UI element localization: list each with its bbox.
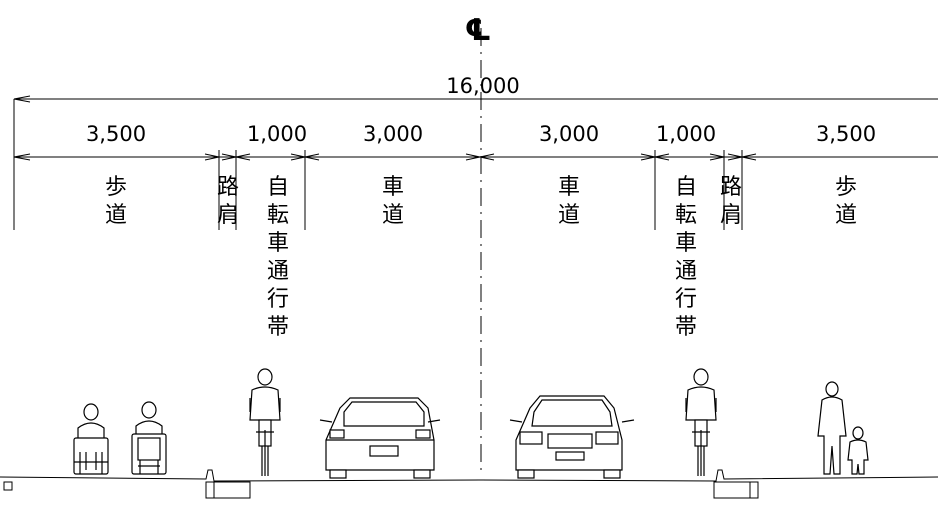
- zone-char: 通: [675, 259, 697, 284]
- curb-block-left: [205, 481, 251, 499]
- zone-carriageway-right: 車 道: [558, 175, 580, 228]
- zone-char: 歩: [835, 175, 857, 200]
- centerline-symbol: ℄: [465, 13, 492, 48]
- zone-char: 自: [267, 175, 289, 200]
- zone-char: 車: [382, 175, 404, 200]
- dim-bike-lane-left: 1,000: [247, 122, 307, 146]
- zone-shoulder-left: 路 肩: [217, 175, 239, 228]
- road-surface: [0, 469, 938, 491]
- zone-char: 車: [558, 175, 580, 200]
- zone-char: 転: [267, 203, 289, 228]
- zone-char: 肩: [217, 203, 239, 228]
- zone-char: 車: [675, 231, 697, 256]
- zone-char: 路: [217, 175, 239, 200]
- zone-char: 路: [720, 175, 742, 200]
- zone-char: 肩: [720, 203, 742, 228]
- cyclist-icon: [685, 368, 717, 476]
- zone-char: 歩: [105, 175, 127, 200]
- cyclist-icon: [249, 368, 281, 476]
- dim-carriageway-right: 3,000: [539, 122, 599, 146]
- zone-char: 道: [382, 203, 404, 228]
- zone-bike-lane-left: 自 転 車 通 行 帯: [267, 175, 289, 340]
- zone-char: 道: [558, 203, 580, 228]
- zone-bike-lane-right: 自 転 車 通 行 帯: [675, 175, 697, 340]
- segment-dimension-line: [13, 150, 938, 230]
- zone-char: 転: [675, 203, 697, 228]
- zone-char: 行: [267, 287, 289, 312]
- total-dimension-line: [13, 95, 938, 160]
- zone-char: 車: [267, 231, 289, 256]
- zone-char: 帯: [267, 315, 289, 340]
- wheelchair-user-icon: [131, 401, 167, 475]
- zone-sidewalk-left: 歩 道: [105, 175, 127, 228]
- zone-sidewalk-right: 歩 道: [835, 175, 857, 228]
- zone-char: 自: [675, 175, 697, 200]
- curb-block-right: [713, 481, 759, 499]
- zone-char: 道: [835, 203, 857, 228]
- dim-bike-lane-right: 1,000: [656, 122, 716, 146]
- wheelchair-user-icon: [73, 403, 109, 475]
- zone-shoulder-right: 路 肩: [720, 175, 742, 228]
- zone-char: 通: [267, 259, 289, 284]
- pedestrian-child-icon: [847, 426, 869, 475]
- dim-sidewalk-right: 3,500: [816, 122, 876, 146]
- zone-char: 道: [105, 203, 127, 228]
- zone-char: 帯: [675, 315, 697, 340]
- pedestrian-adult-icon: [817, 381, 847, 475]
- dim-carriageway-left: 3,000: [363, 122, 423, 146]
- total-width-label: 16,000: [446, 74, 519, 98]
- dim-sidewalk-left: 3,500: [86, 122, 146, 146]
- car-front-icon: [509, 395, 635, 479]
- zone-carriageway-left: 車 道: [382, 175, 404, 228]
- car-rear-icon: [319, 397, 441, 479]
- zone-char: 行: [675, 287, 697, 312]
